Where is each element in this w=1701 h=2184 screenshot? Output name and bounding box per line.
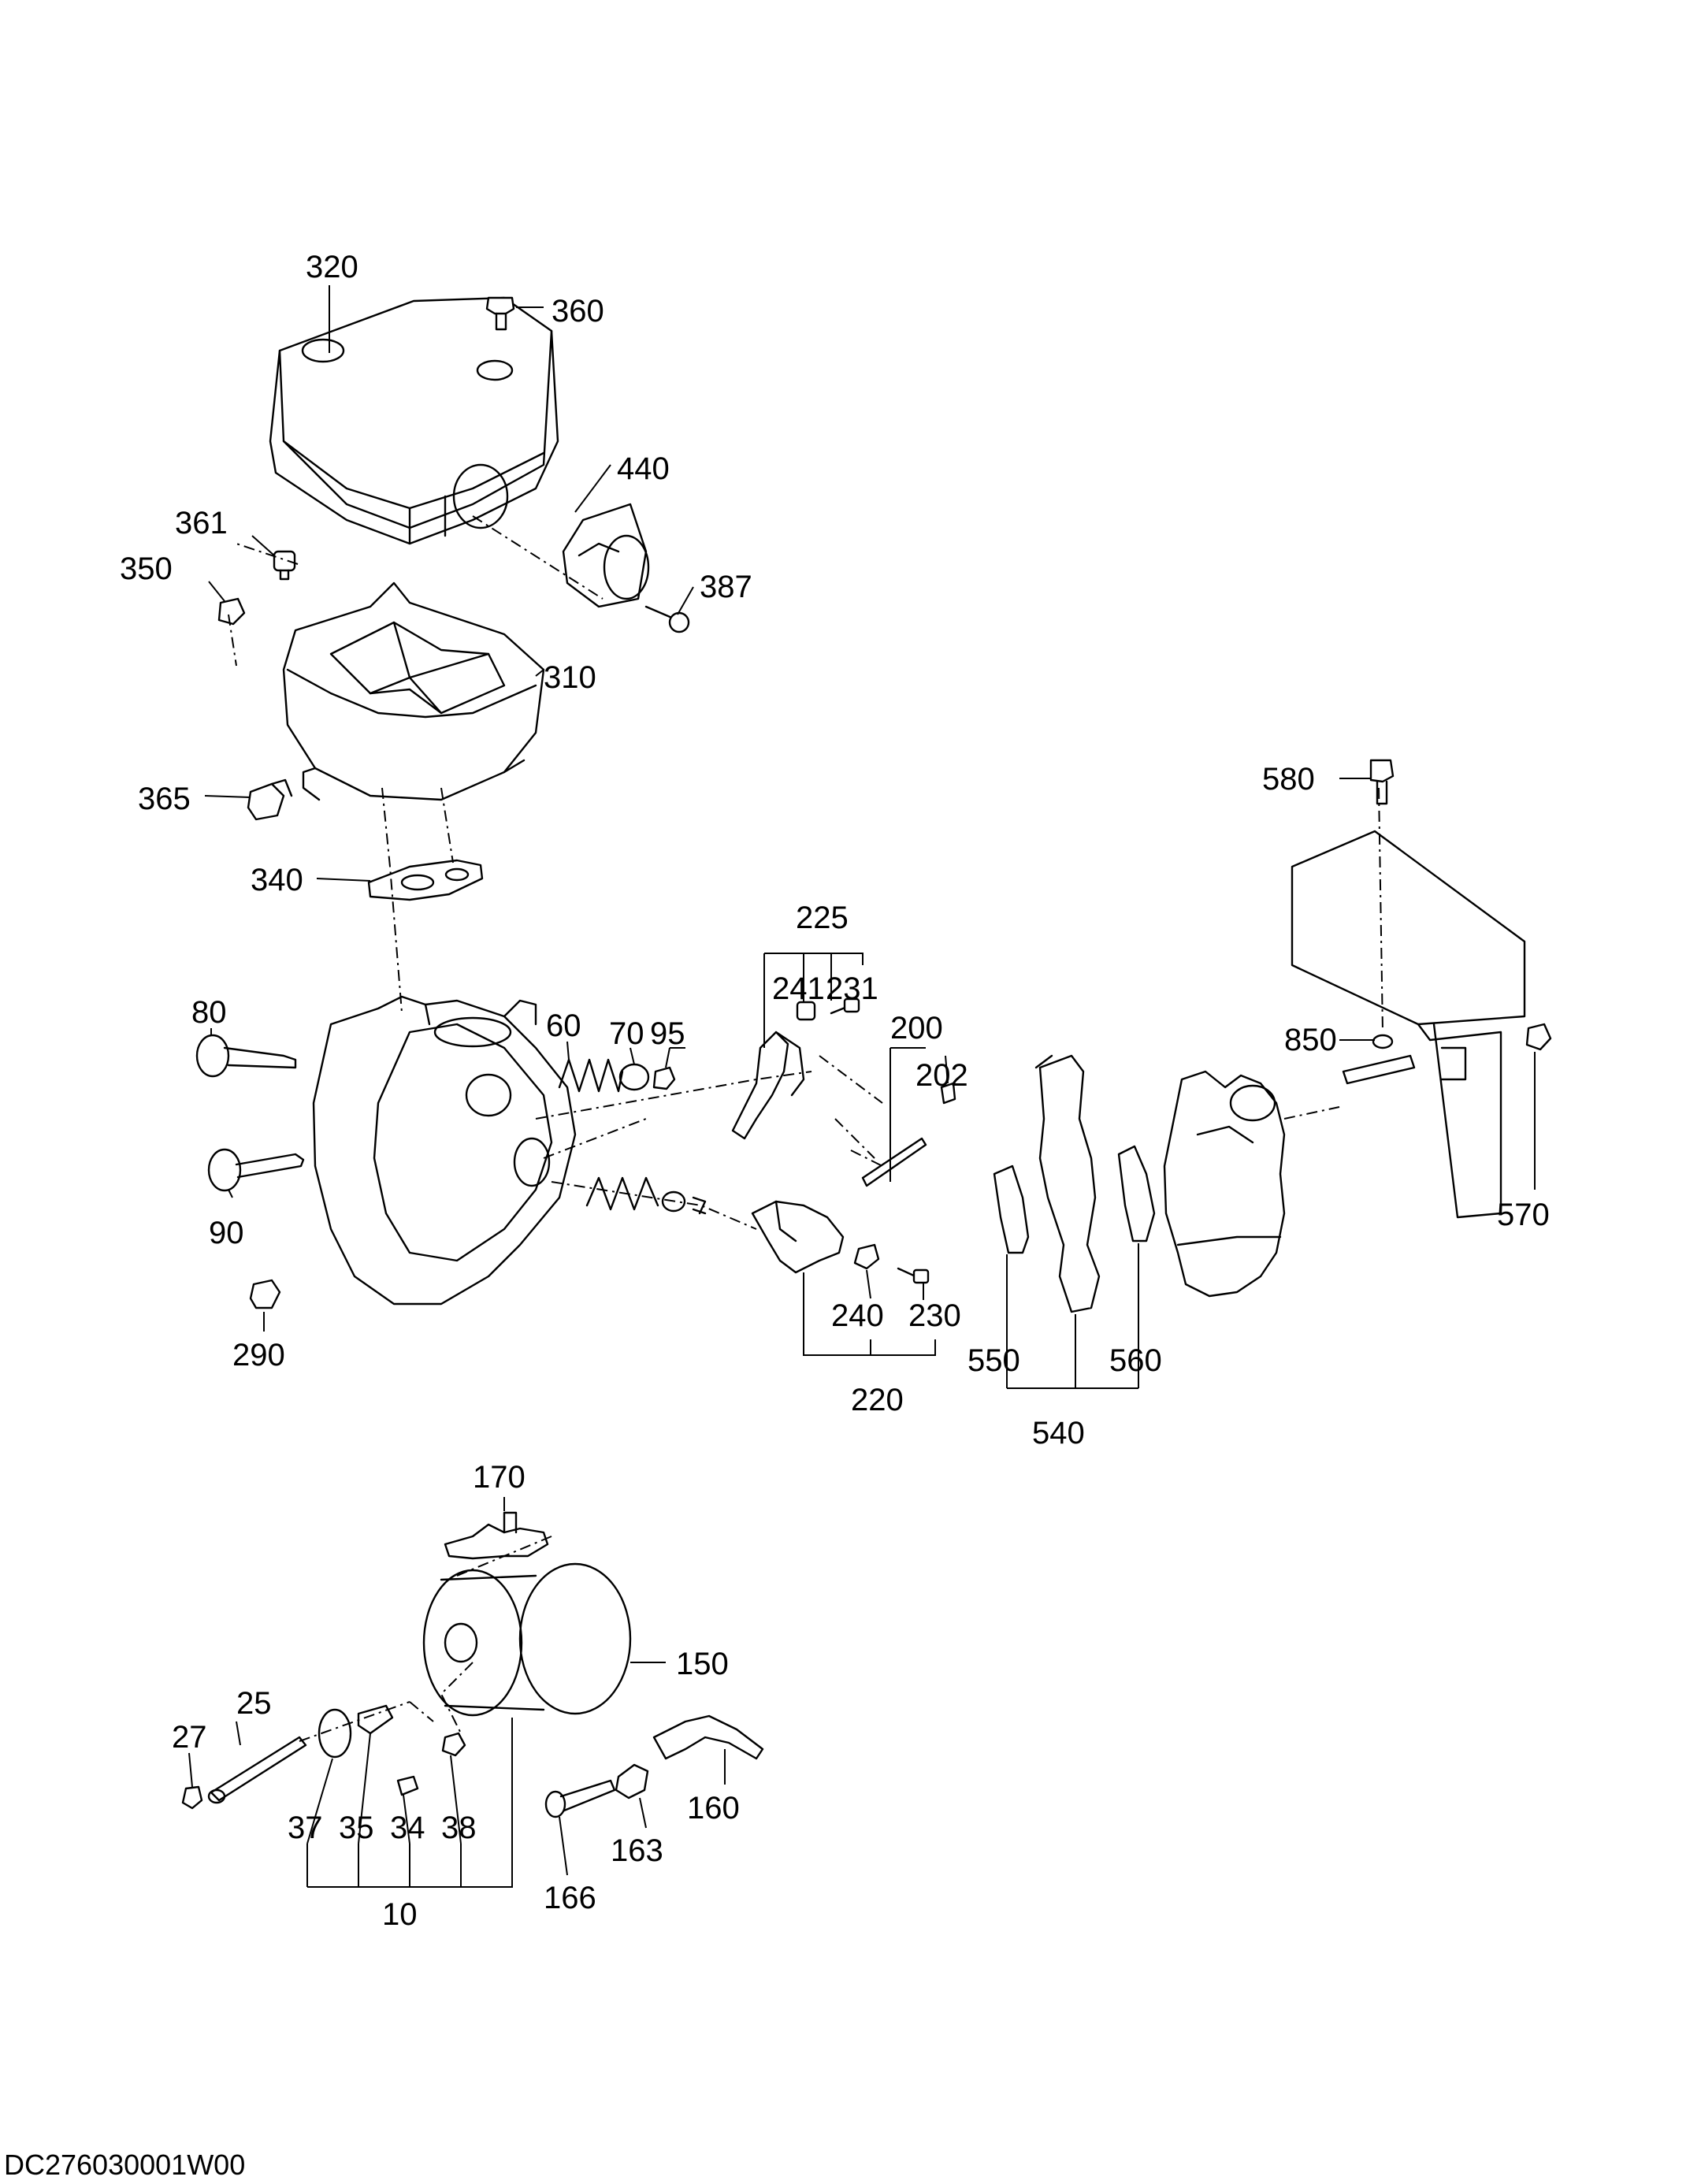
air-cleaner-body-310 <box>282 581 545 801</box>
gasket-37 <box>318 1708 352 1759</box>
float-bowl-150 <box>422 1562 632 1717</box>
callout-360: 360 <box>552 294 604 329</box>
callout-27: 27 <box>172 1720 207 1755</box>
carburetor-body <box>312 995 577 1306</box>
callout-38: 38 <box>441 1811 477 1845</box>
callout-70: 70 <box>609 1016 644 1051</box>
nut-27 <box>181 1785 203 1810</box>
screw-360 <box>485 296 515 331</box>
callout-850: 850 <box>1284 1023 1337 1057</box>
gasket-340 <box>367 859 484 901</box>
bolt-166 <box>544 1779 616 1818</box>
callout-230: 230 <box>908 1298 961 1333</box>
callout-150: 150 <box>676 1647 729 1681</box>
pipe-850 <box>1342 1034 1416 1085</box>
callout-170: 170 <box>473 1460 526 1495</box>
spring-lower <box>585 1176 707 1215</box>
callout-225: 225 <box>796 901 849 935</box>
fitting-95 <box>652 1066 676 1090</box>
nut-241 <box>796 1001 816 1021</box>
callout-241: 241 <box>772 971 825 1006</box>
bolt-580 <box>1369 759 1395 805</box>
callout-387: 387 <box>700 570 752 604</box>
heat-shield <box>1291 830 1526 1219</box>
callout-200: 200 <box>890 1011 943 1046</box>
screw-290 <box>249 1279 281 1309</box>
screw-230 <box>897 1267 930 1284</box>
callout-166: 166 <box>544 1881 596 1915</box>
spring-163 <box>615 1763 649 1800</box>
callout-340: 340 <box>251 863 303 897</box>
callout-80: 80 <box>191 995 227 1030</box>
callout-34: 34 <box>390 1811 425 1845</box>
leader-lines <box>188 285 1536 1888</box>
pin-34 <box>396 1775 419 1796</box>
callout-220: 220 <box>851 1383 904 1417</box>
lever-220 <box>751 1200 845 1274</box>
callout-95: 95 <box>650 1016 685 1051</box>
shaft-200 <box>861 1137 927 1187</box>
washer-70 <box>618 1063 650 1091</box>
callout-labels: 320 360 440 361 350 387 310 365 580 340 … <box>120 250 1550 1932</box>
screw-38 <box>441 1732 466 1757</box>
clip-202 <box>940 1082 956 1105</box>
air-cleaner-cover-320 <box>269 296 559 545</box>
nut-240 <box>853 1243 880 1270</box>
callout-290: 290 <box>232 1338 285 1372</box>
callout-25: 25 <box>236 1686 272 1721</box>
shaft-25 <box>207 1736 307 1804</box>
lever-225 <box>731 1031 805 1140</box>
callout-90: 90 <box>209 1216 244 1250</box>
callout-60: 60 <box>546 1008 581 1043</box>
callout-350: 350 <box>120 552 173 586</box>
plate-540 <box>1034 1054 1101 1313</box>
callout-580: 580 <box>1262 762 1315 797</box>
elbow-365 <box>247 778 293 821</box>
gasket-550 <box>993 1164 1030 1254</box>
callout-37: 37 <box>288 1811 323 1845</box>
callout-240: 240 <box>831 1298 884 1333</box>
nut-350 <box>217 597 246 626</box>
callout-560: 560 <box>1109 1343 1162 1378</box>
callout-310: 310 <box>544 660 596 695</box>
screw-80 <box>195 1034 297 1078</box>
drawing-code: DC276030001W00 <box>4 2149 245 2181</box>
lever-160 <box>652 1714 764 1760</box>
float-170 <box>444 1511 549 1560</box>
carburetor-assembly <box>1163 1070 1286 1298</box>
callout-10: 10 <box>382 1897 418 1932</box>
muffler-band-440 <box>562 503 650 608</box>
callout-365: 365 <box>138 782 191 816</box>
callout-231: 231 <box>826 971 878 1006</box>
callout-160: 160 <box>687 1791 740 1826</box>
callout-361: 361 <box>175 506 228 540</box>
callout-163: 163 <box>611 1833 663 1868</box>
screw-90 <box>207 1148 305 1192</box>
callout-320: 320 <box>306 250 358 284</box>
spring-60 <box>558 1058 624 1093</box>
nut-570 <box>1525 1023 1552 1051</box>
callout-540: 540 <box>1032 1416 1085 1450</box>
screw-361 <box>273 550 296 581</box>
callout-550: 550 <box>967 1343 1020 1378</box>
axis-cover-to-body <box>228 515 1383 1742</box>
callout-570: 570 <box>1497 1198 1550 1232</box>
screw-231 <box>830 997 860 1015</box>
gasket-560 <box>1117 1145 1156 1242</box>
washer-35 <box>357 1704 394 1735</box>
callout-440: 440 <box>617 451 670 486</box>
callout-35: 35 <box>339 1811 374 1845</box>
callout-202: 202 <box>915 1058 968 1093</box>
bolt-387 <box>644 605 690 633</box>
